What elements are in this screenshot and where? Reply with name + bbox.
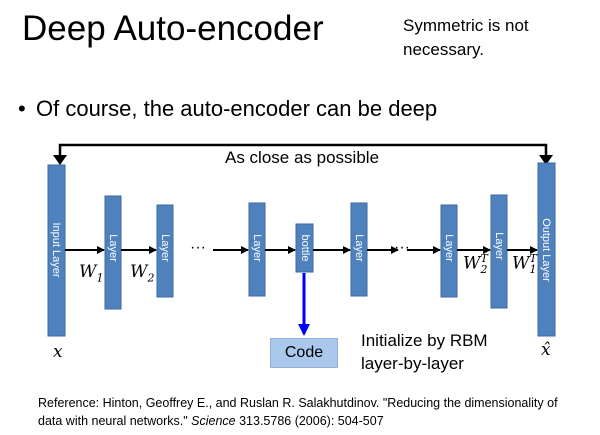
weight-w1: W1: [79, 262, 103, 284]
ellipsis-left: ···: [190, 239, 206, 256]
layer-label-5: Layer: [443, 234, 455, 262]
reference-part1: Reference: Hinton, Geoffrey E., and Rusl…: [38, 396, 558, 428]
weight-w2t-sup: T: [480, 252, 488, 265]
bullet-point: • Of course, the auto-encoder can be deep: [18, 96, 437, 122]
close-bracket-arrow-right: [539, 155, 553, 165]
reference-part2: 313.5786 (2006): 504-507: [235, 413, 384, 428]
code-box: Code: [270, 338, 338, 368]
weight-w2t-base: W: [463, 253, 481, 274]
bottle-rect: [295, 223, 314, 273]
layer-label-3: Layer: [251, 234, 263, 262]
output-layer-rect: [537, 162, 556, 337]
weight-w1t-base: W: [512, 253, 530, 274]
output-symbol-x-hat: x̂: [541, 340, 551, 360]
init-rbm-line1: Initialize by RBM: [361, 331, 488, 350]
bottle-label: bottle: [299, 234, 311, 262]
ellipsis-right: ···: [394, 239, 410, 256]
weight-w2-base: W: [130, 262, 148, 282]
symmetric-note-line2: necessary.: [403, 39, 484, 59]
close-bracket-line: [58, 143, 548, 158]
init-rbm-line2: layer-by-layer: [361, 353, 464, 373]
close-bracket-arrow-left: [53, 155, 67, 165]
layer-label-1: Layer: [107, 234, 119, 262]
layer-label-6: Layer: [493, 232, 505, 260]
weight-w1-base: W: [79, 262, 97, 282]
layer-rect-2: [156, 204, 174, 298]
symmetric-note: Symmetric is not necessary.: [403, 14, 553, 62]
layer-rect-6: [490, 194, 508, 309]
bullet-text: Of course, the auto-encoder can be deep: [36, 96, 438, 121]
weight-w1t-sup: T: [529, 252, 537, 265]
weight-w2t-sub: 2: [480, 263, 488, 276]
weight-w2: W2: [130, 262, 154, 284]
weight-w1-sub: 1: [96, 271, 104, 285]
layer-rect-1: [104, 195, 122, 310]
close-label: As close as possible: [225, 148, 380, 167]
layer-label-2: Layer: [159, 234, 171, 262]
input-symbol-x: x: [53, 342, 63, 362]
input-layer-label: Input Layer: [50, 222, 62, 278]
init-rbm-note: Initialize by RBM layer-by-layer: [361, 330, 488, 376]
weight-w1t-sub: 1: [529, 263, 537, 276]
slide-title: Deep Auto-encoder: [22, 9, 324, 48]
layer-label-4: Layer: [353, 234, 365, 262]
reference-text: Reference: Hinton, Geoffrey E., and Rusl…: [38, 395, 583, 430]
bullet-dot: •: [18, 96, 26, 121]
reference-journal: Science: [191, 413, 236, 428]
weight-w2-sub: 2: [147, 271, 155, 285]
symmetric-note-line1: Symmetric is not: [403, 16, 529, 35]
output-layer-label: Output Layer: [540, 218, 552, 282]
